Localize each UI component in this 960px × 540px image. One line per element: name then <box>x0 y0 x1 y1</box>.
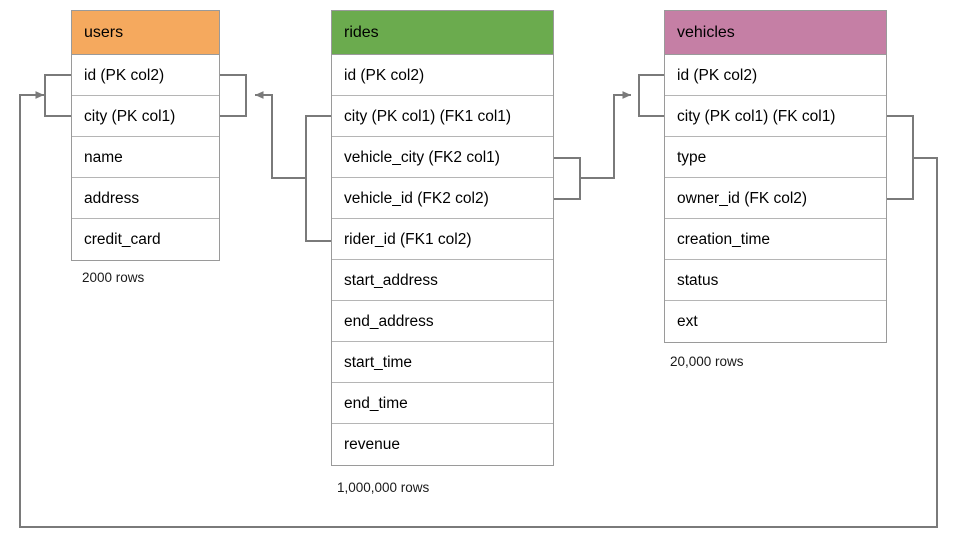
field-row-rides-rider-id[interactable]: rider_id (FK1 col2) <box>332 219 553 260</box>
field-row-vehicles-type[interactable]: type <box>665 137 886 178</box>
entity-header-vehicles: vehicles <box>665 11 886 55</box>
field-row-rides-vehicle-id[interactable]: vehicle_id (FK2 col2) <box>332 178 553 219</box>
entity-header-rides: rides <box>332 11 553 55</box>
field-row-vehicles-ext[interactable]: ext <box>665 301 886 342</box>
field-row-rides-id[interactable]: id (PK col2) <box>332 55 553 96</box>
field-row-vehicles-status[interactable]: status <box>665 260 886 301</box>
field-row-users-name[interactable]: name <box>72 137 219 178</box>
connector-rides-fk2-vehicles <box>554 74 664 200</box>
field-row-vehicles-city[interactable]: city (PK col1) (FK col1) <box>665 96 886 137</box>
row-count-users: 2000 rows <box>82 270 145 285</box>
field-row-vehicles-id[interactable]: id (PK col2) <box>665 55 886 96</box>
row-count-rides: 1,000,000 rows <box>337 480 430 495</box>
entity-table-users[interactable]: users id (PK col2) city (PK col1) name a… <box>71 10 220 261</box>
field-row-users-credit-card[interactable]: credit_card <box>72 219 219 260</box>
entity-table-vehicles[interactable]: vehicles id (PK col2) city (PK col1) (FK… <box>664 10 887 343</box>
entity-header-users: users <box>72 11 219 55</box>
field-row-rides-start-time[interactable]: start_time <box>332 342 553 383</box>
field-row-rides-revenue[interactable]: revenue <box>332 424 553 465</box>
field-row-users-id[interactable]: id (PK col2) <box>72 55 219 96</box>
field-row-users-city[interactable]: city (PK col1) <box>72 96 219 137</box>
field-row-rides-end-address[interactable]: end_address <box>332 301 553 342</box>
connector-rides-fk1-users <box>220 74 331 242</box>
entity-table-rides[interactable]: rides id (PK col2) city (PK col1) (FK1 c… <box>331 10 554 466</box>
field-row-vehicles-creation-time[interactable]: creation_time <box>665 219 886 260</box>
field-row-rides-city[interactable]: city (PK col1) (FK1 col1) <box>332 96 553 137</box>
field-row-users-address[interactable]: address <box>72 178 219 219</box>
field-row-rides-start-address[interactable]: start_address <box>332 260 553 301</box>
row-count-vehicles: 20,000 rows <box>670 354 744 369</box>
field-row-rides-vehicle-city[interactable]: vehicle_city (FK2 col1) <box>332 137 553 178</box>
field-row-vehicles-owner-id[interactable]: owner_id (FK col2) <box>665 178 886 219</box>
field-row-rides-end-time[interactable]: end_time <box>332 383 553 424</box>
